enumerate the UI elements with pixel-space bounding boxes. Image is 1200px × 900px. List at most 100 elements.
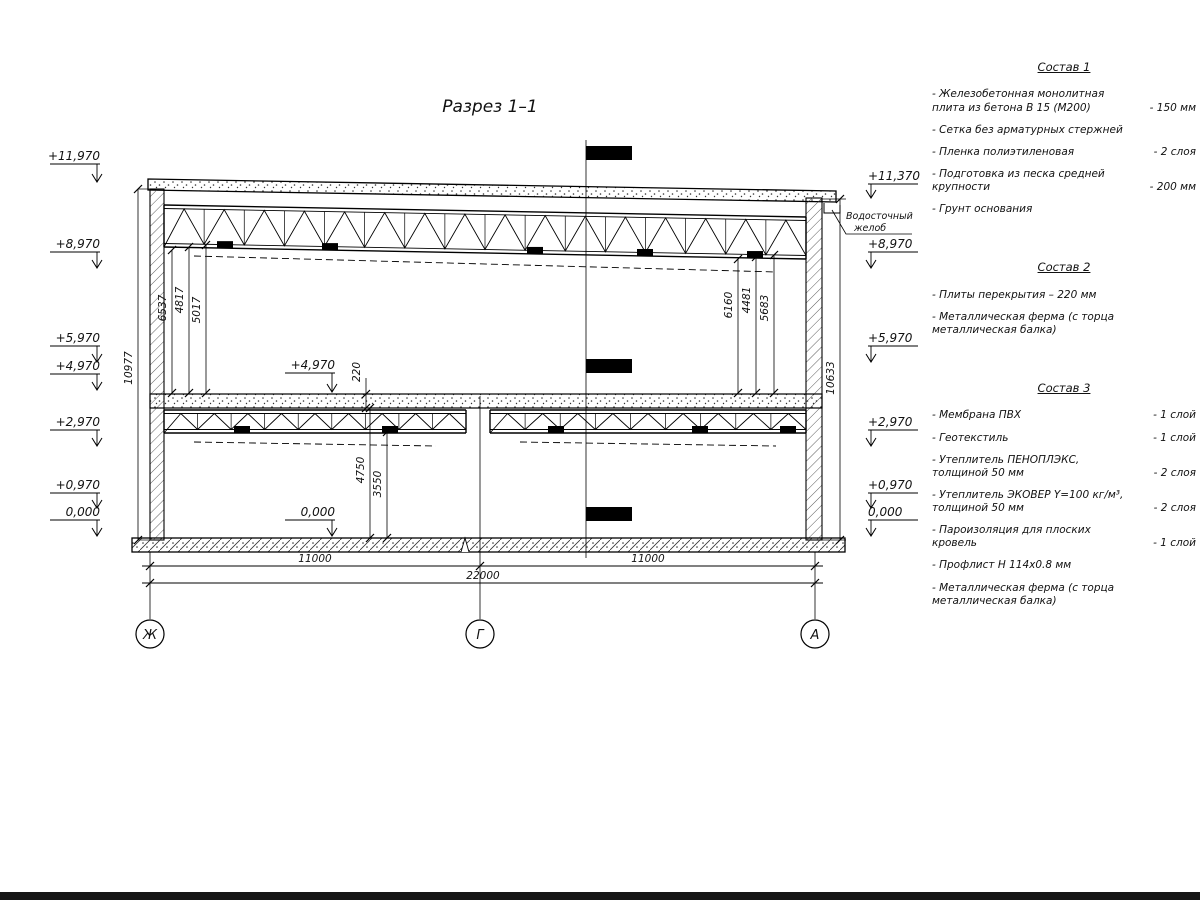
elevation-mark: 0,000 — [865, 505, 918, 537]
center-line — [585, 140, 632, 558]
dimension-label: 10633 — [825, 361, 837, 394]
item-value: - 2 слоя — [1153, 502, 1196, 514]
elevation-mark: +0,970 — [50, 478, 103, 509]
axis-label: А — [810, 628, 820, 643]
elevation-label: +0,970 — [868, 478, 913, 492]
composition-title: Состав 1 — [1037, 60, 1091, 74]
dim-tick — [133, 535, 143, 545]
gusset-plate — [692, 426, 708, 433]
gusset-plate — [548, 426, 564, 433]
elevation-mark: +4,970 — [50, 359, 103, 391]
elevation-label: 0,000 — [868, 505, 903, 519]
leader-line — [831, 209, 912, 235]
dim-tick — [835, 194, 845, 204]
item-label: - Сетка без арматурных стержней — [932, 123, 1123, 136]
elevation-arrow — [91, 173, 103, 183]
elevation-mark: +11,970 — [48, 149, 103, 183]
composition-title: Состав 2 — [1037, 260, 1091, 275]
elevation-mark: +8,970 — [865, 237, 918, 269]
dim-tick — [361, 403, 371, 413]
bottom-dimensions: 11000 11000 22000 — [142, 553, 823, 584]
elevation-mark: +8,970 — [50, 237, 103, 269]
vertical-dimension: 6160 — [723, 254, 743, 398]
list-item: - Подготовка из песка средней крупности … — [932, 168, 1196, 194]
elevation-label: +2,970 — [868, 415, 913, 429]
dimension-label: 22000 — [466, 570, 500, 582]
elevation-arrow — [865, 353, 877, 363]
list-item: - Профлист Н 114х0.8 мм — [932, 559, 1196, 572]
item-label: - Профлист Н 114х0.8 мм — [932, 559, 1072, 572]
list-item: - Утеплитель ЭКОВЕР Y=100 кг/м³, толщино… — [932, 489, 1196, 515]
dim-tick — [365, 533, 375, 543]
list-item: - Сетка без арматурных стержней — [932, 124, 1196, 137]
dimension-label: 4817 — [174, 286, 186, 313]
dimension-label: 6537 — [157, 294, 169, 321]
axis-bubble — [135, 619, 165, 649]
item-label: - Металлическая ферма (с торца металличе… — [932, 581, 1115, 607]
dim-tick — [201, 388, 211, 398]
dimension-label: 6160 — [723, 291, 735, 318]
gutter — [823, 203, 841, 214]
axis-bubble — [465, 619, 495, 649]
elevation-arrow — [91, 527, 103, 537]
vertical-dimension: 4817 — [174, 242, 194, 398]
elevation-mark: 0,000 — [285, 505, 338, 537]
elevation-arrow — [326, 383, 338, 393]
list-item: - Геотекстиль - 1 слой — [932, 432, 1196, 445]
composition-2: Состав 2 - Плиты перекрытия – 220 мм - М… — [932, 260, 1196, 337]
item-label: - Пленка полиэтиленовая — [932, 145, 1075, 158]
vertical-dimension: 3550 — [372, 427, 392, 543]
gusset-plate — [322, 243, 338, 251]
dimension-label: 11000 — [631, 553, 665, 565]
dimension-label: 5683 — [759, 295, 771, 322]
gutter-label-line2: желоб — [853, 223, 886, 234]
elevation-mark: +11,370 — [865, 169, 920, 199]
vertical-dimension: 6537 — [157, 245, 177, 398]
gusset-plate — [780, 426, 796, 433]
elevation-arrow — [865, 189, 877, 199]
list-item: - Металлическая ферма (с торца металличе… — [932, 311, 1196, 337]
break-symbol — [460, 536, 470, 553]
elevation-arrow — [91, 259, 103, 269]
gusset-plate — [234, 426, 250, 433]
item-value: - 1 слой — [1153, 431, 1196, 444]
dim-tick — [751, 388, 761, 398]
elevation-label: +11,370 — [868, 169, 920, 183]
vertical-dimension: 4750 — [355, 403, 375, 543]
dim-tick — [361, 389, 371, 399]
dim-tick — [382, 427, 392, 437]
elevation-label: +8,970 — [868, 237, 913, 251]
dim-tick — [201, 240, 211, 250]
item-label: - Грунт основания — [932, 203, 1033, 216]
elevation-mark: 0,000 — [50, 505, 103, 537]
beam-section — [586, 359, 632, 373]
gutter-label-line1: Водосточный — [846, 211, 913, 222]
elevation-arrow — [865, 437, 877, 447]
elevation-arrow — [91, 353, 103, 363]
gusset-plate — [217, 241, 233, 249]
dim-tick — [733, 254, 743, 264]
elevation-arrow — [865, 527, 877, 537]
elevation-mark: +2,970 — [865, 415, 918, 447]
bottom-dim-ticks — [145, 561, 820, 588]
dim-tick — [733, 388, 743, 398]
dim-tick — [145, 578, 155, 588]
elevation-mark: +5,970 — [50, 331, 103, 363]
elevation-label: +4,970 — [56, 359, 101, 373]
dim-tick — [475, 561, 485, 571]
vertical-dimension: 5017 — [191, 240, 211, 398]
dim-tick — [769, 388, 779, 398]
gutter-note: Водосточный желоб — [831, 209, 913, 235]
item-value: - 2 слоя — [1153, 145, 1196, 158]
list-item: - Металлическая ферма (с торца металличе… — [932, 582, 1196, 608]
dim-tick — [184, 388, 194, 398]
item-value: - 1 слой — [1153, 409, 1196, 422]
dim-tick — [382, 533, 392, 543]
item-value: - 2 слоя — [1153, 466, 1196, 479]
axis-bubbles: Ж Г А — [135, 619, 830, 649]
item-label: - Плиты перекрытия – 220 мм — [932, 288, 1097, 301]
dim-tick — [769, 250, 779, 260]
dimension-label: 3550 — [372, 470, 384, 497]
elevation-arrow — [326, 527, 338, 537]
elevation-arrow — [91, 381, 103, 391]
